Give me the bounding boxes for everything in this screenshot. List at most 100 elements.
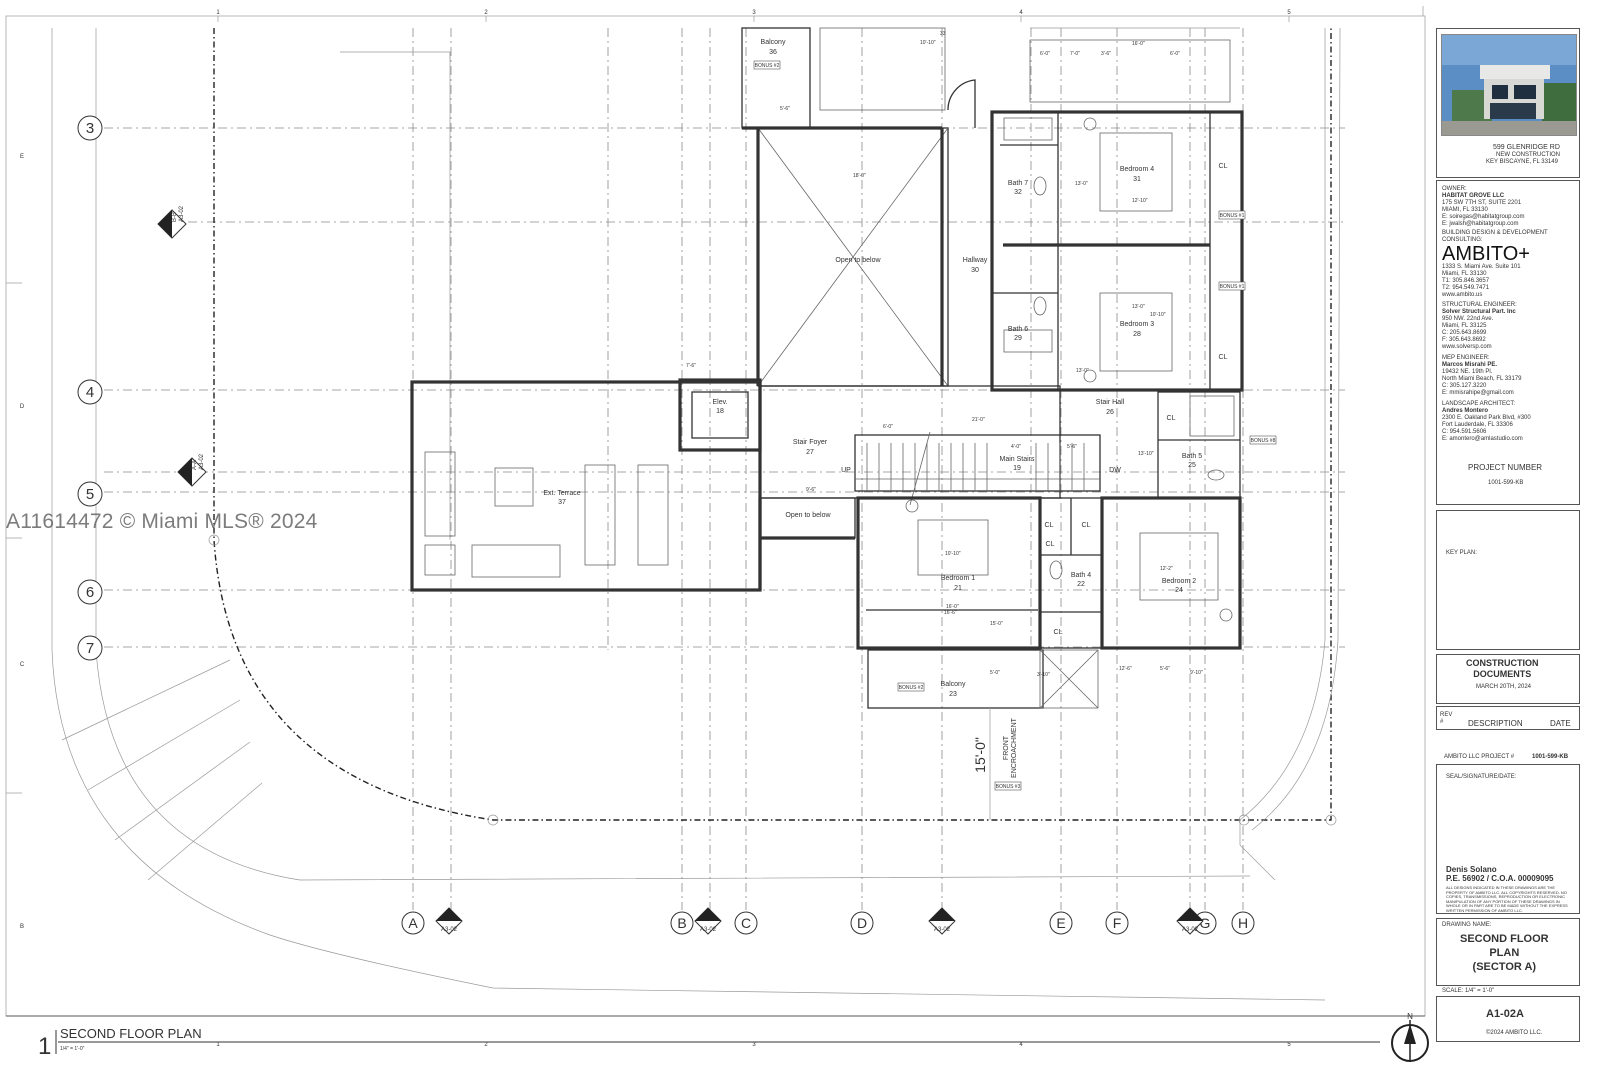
room-ext-terrace-num: 37	[558, 499, 566, 506]
design-line-3: T1: 305.846.3657	[1442, 278, 1490, 284]
design-line-1: 1333 S. Miami Ave. Suite 101	[1442, 264, 1521, 270]
grid-row-bubbles: 3 4 5 6 7	[77, 115, 103, 661]
structural-line-5: www.solversp.com	[1442, 344, 1492, 350]
rev-header-number: REV #	[1440, 712, 1453, 726]
ruler-5: 5	[1287, 10, 1291, 16]
dim-9: 12'-10"	[1132, 198, 1148, 204]
dim-13: 7'-6"	[686, 363, 696, 369]
room-bath-5-num: 25	[1188, 462, 1196, 469]
room-balcony-23-num: 23	[949, 691, 957, 698]
owner-line-2: MIAMI, FL 33130	[1442, 207, 1488, 213]
dim-1: 33	[940, 31, 946, 37]
closet-2: CL	[1219, 354, 1228, 361]
room-bath-6: Bath 6	[1008, 326, 1028, 333]
grid-bubble-4	[77, 379, 103, 405]
project-address-line-1: 599 GLENRIDGE RD	[1493, 144, 1560, 151]
ruler-bottom-1: 1	[216, 1042, 220, 1048]
grid-label-7: 7	[86, 640, 94, 657]
room-bath-6-num: 29	[1014, 335, 1022, 342]
room-stair-foyer: Stair Foyer	[793, 439, 828, 446]
north-arrow-icon: N	[1391, 1012, 1429, 1062]
closet-3: CL	[1167, 415, 1176, 422]
room-balcony-36-num: 36	[769, 49, 777, 56]
section-tag-a: A3-02	[441, 927, 458, 933]
section-tag-d: A3-02	[934, 927, 951, 933]
structural-label: STRUCTURAL ENGINEER:	[1442, 302, 1517, 308]
landscape-label: LANDSCAPE ARCHITECT:	[1442, 401, 1516, 407]
bonus-tag-1: BONUS #1	[1220, 213, 1245, 219]
drawing-name-box	[1436, 918, 1580, 986]
dim-24: 5'-6"	[1160, 666, 1170, 672]
mep-line-3: C: 305.127.3220	[1442, 383, 1487, 389]
project-number-label: PROJECT NUMBER	[1468, 463, 1543, 472]
grid-lines-horizontal	[104, 127, 1345, 648]
dim-20: 16'-0"	[946, 604, 959, 610]
grid-col-h: H	[1238, 915, 1248, 931]
drawing-name-label: DRAWING NAME:	[1442, 922, 1492, 928]
closet-4: CL	[1045, 522, 1054, 529]
room-hallway: Hallway	[963, 257, 988, 264]
grid-col-d: D	[857, 915, 867, 931]
room-open-to-below-upper: Open to below	[835, 257, 881, 264]
room-main-stairs-num: 19	[1013, 465, 1021, 472]
seal-label: SEAL/SIGNATURE/DATE:	[1446, 774, 1517, 780]
side-ruler-e: E	[20, 154, 24, 160]
dim-12: 13'-0"	[1075, 181, 1088, 187]
dim-21: 15'-0"	[990, 621, 1003, 627]
mls-watermark: A11614472 © Miami MLS® 2024	[6, 510, 318, 533]
ruler-bottom-2: 2	[484, 1042, 488, 1048]
section-tag-aa: A-A'A3-02	[192, 453, 205, 470]
sheet-number: A1-02A	[1486, 1008, 1524, 1020]
dim-0: 10'-10"	[920, 40, 936, 46]
dim-23: 12'-6"	[1119, 666, 1132, 672]
dim-7: 5'-6"	[780, 106, 790, 112]
room-bedroom-1-num: 21	[954, 585, 962, 592]
sheet-copyright: ©2024 AMBITO LLC.	[1486, 1030, 1543, 1036]
bonus-tag-2: BONUS #1	[1220, 284, 1245, 290]
grid-bubble-7	[77, 635, 103, 661]
rev-header-description: DESCRIPTION	[1468, 719, 1523, 728]
design-label: BUILDING DESIGN & DEVELOPMENT CONSULTING…	[1442, 230, 1548, 244]
dim-25: 3'-10"	[1037, 672, 1050, 678]
dim-14: 6'-0"	[883, 424, 893, 430]
closet-5: CL	[1082, 522, 1091, 529]
grid-bubble-5	[77, 481, 103, 507]
room-bath-7-num: 32	[1014, 189, 1022, 196]
status-box	[1436, 654, 1580, 704]
rev-header-date: DATE	[1550, 719, 1571, 728]
side-ruler: E D C B	[6, 154, 25, 930]
bonus-tag-5: BONUS #3	[996, 784, 1021, 790]
section-tag-b: A3-02	[700, 927, 717, 933]
dim-15: 9'-6"	[806, 487, 816, 493]
landscape-line-3: C: 954.591.5606	[1442, 429, 1487, 435]
dim-8: 16'-0"	[1132, 41, 1145, 47]
room-main-stairs: Main Stairs	[999, 456, 1035, 463]
dim-30: 21'-0"	[972, 417, 985, 423]
bonus-tags: BONUS #2 BONUS #1 BONUS #1 BONUS #8 BONU…	[753, 60, 1277, 791]
sheet-number-box	[1436, 996, 1580, 1042]
owner-line-3: E: soiregas@habitatgroup.com	[1442, 214, 1525, 220]
grid-label-6: 6	[86, 584, 94, 601]
key-plan-box	[1436, 510, 1580, 650]
project-address-line-2: NEW CONSTRUCTION	[1496, 152, 1560, 158]
room-bedroom-4-num: 31	[1133, 176, 1141, 183]
room-stair-hall: Stair Hall	[1096, 399, 1125, 406]
room-bedroom-1: Bedroom 1	[941, 575, 975, 582]
status-date: MARCH 20TH, 2024	[1476, 684, 1532, 690]
room-bedroom-2-num: 24	[1175, 587, 1183, 594]
ruler-bottom-4: 4	[1019, 1042, 1023, 1048]
ruler-2: 2	[484, 10, 488, 16]
ruler-bottom-5: 5	[1287, 1042, 1291, 1048]
design-line-5: www.ambito.us	[1442, 292, 1483, 298]
ambito-logo: AMBITO+	[1442, 243, 1530, 265]
structural-line-4: F: 305.643.8692	[1442, 337, 1486, 343]
dim-27: 13'-0"	[1076, 368, 1089, 374]
ruler-4: 4	[1019, 10, 1023, 16]
grid-col-b: B	[677, 915, 686, 931]
room-bedroom-3: Bedroom 3	[1120, 321, 1154, 328]
building-walls	[410, 27, 1244, 820]
closet-1: CL	[1219, 163, 1228, 170]
design-line-2: Miami, FL 33130	[1442, 271, 1487, 277]
room-bath-4: Bath 4	[1071, 572, 1091, 579]
closet-labels: CL CL CL CL CL CL CL	[1045, 163, 1228, 636]
